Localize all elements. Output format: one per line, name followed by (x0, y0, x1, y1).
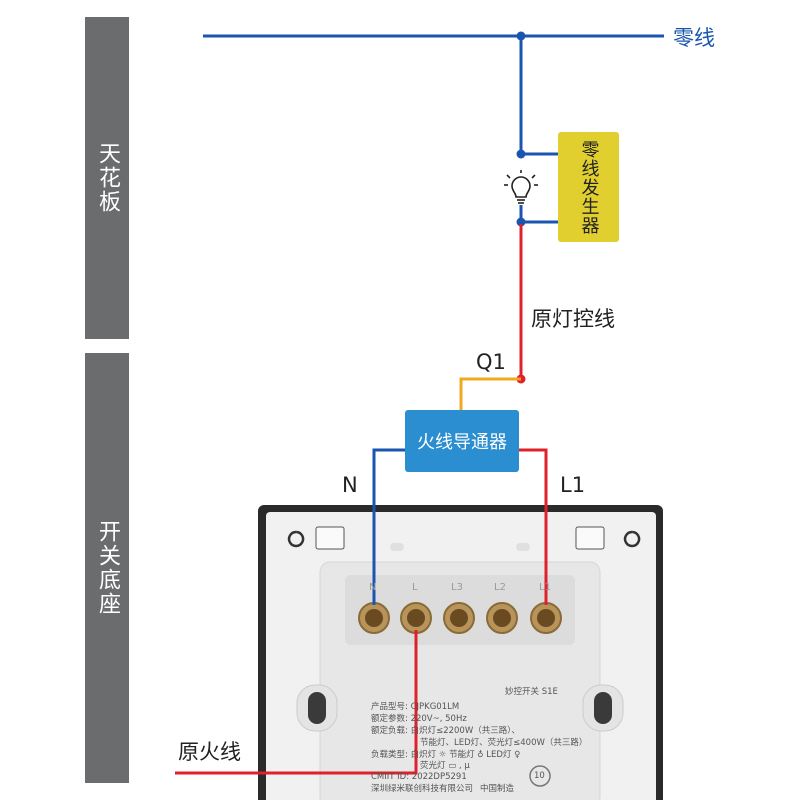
upper-node (516, 149, 526, 159)
l1-label: L1 (560, 473, 586, 497)
lower-node (516, 217, 526, 227)
terminal-label-l: L (412, 582, 418, 593)
terminal-label-n: N (369, 582, 377, 593)
ceiling-label: 天花板 (95, 142, 120, 214)
left-clip (315, 526, 345, 550)
neutral-line-label: 零线 (673, 26, 715, 50)
terminal-label-l3: L3 (451, 582, 463, 593)
original-live-label: 原火线 (178, 740, 241, 764)
original-live-wire (175, 630, 418, 775)
left-screw-mark-icon (287, 530, 305, 548)
load-text: 额定负载: 白炽灯≤2200W（共三路）、 (371, 726, 520, 736)
rating-badge-circle (529, 765, 551, 787)
terminal-screws (358, 602, 562, 634)
right-screw-mark-icon (623, 530, 641, 548)
load-text-2: 节能灯、LED灯、荧光灯≤400W（共三路） (420, 738, 588, 748)
right-clip (575, 526, 605, 550)
lamp-control-label: 原灯控线 (531, 307, 615, 331)
origin-text: 中国制造 (480, 784, 515, 794)
right-mount-inner (594, 692, 612, 724)
zero-line-generator: 零线发生器 (558, 132, 619, 242)
terminal-label-l1: L1 (539, 582, 551, 593)
ceiling-section: 天花板 (85, 17, 129, 339)
l1-wire (519, 448, 548, 605)
model-text: 产品型号: CJPKG01LM (371, 702, 460, 712)
terminal-label-l2: L2 (494, 582, 506, 593)
light-bulb-icon (504, 170, 538, 204)
neutral-junction (516, 31, 526, 41)
zero-line-generator-label: 零线发生器 (578, 139, 600, 235)
live-wire-conductor: 火线导通器 (405, 410, 519, 472)
switch-base-label: 开关底座 (95, 520, 120, 616)
cmiit-text: CMIIT ID: 2022DP5291 (371, 772, 467, 782)
live-wire-conductor-label: 火线导通器 (417, 432, 507, 453)
q1-wire (459, 377, 521, 411)
load-type-text: 负载类型: 白炽灯 ☼ 节能灯 ♁ LED灯 ♀ (371, 750, 521, 760)
n-label: N (342, 473, 358, 497)
rating-text: 额定参数: 220V~, 50Hz (371, 714, 467, 724)
right-pin (516, 543, 530, 551)
brand-text: 妙控开关 S1E (505, 687, 558, 697)
n-wire (372, 448, 405, 605)
rating-badge-text: 10 (534, 771, 545, 781)
maker-text: 深圳绿米联创科技有限公司 (371, 784, 474, 794)
left-pin (390, 543, 404, 551)
q1-label: Q1 (476, 350, 506, 374)
fluor-text: 荧光灯 ▭ , μ (420, 761, 470, 771)
left-mount-inner (308, 692, 326, 724)
switch-base-section: 开关底座 (85, 353, 129, 783)
